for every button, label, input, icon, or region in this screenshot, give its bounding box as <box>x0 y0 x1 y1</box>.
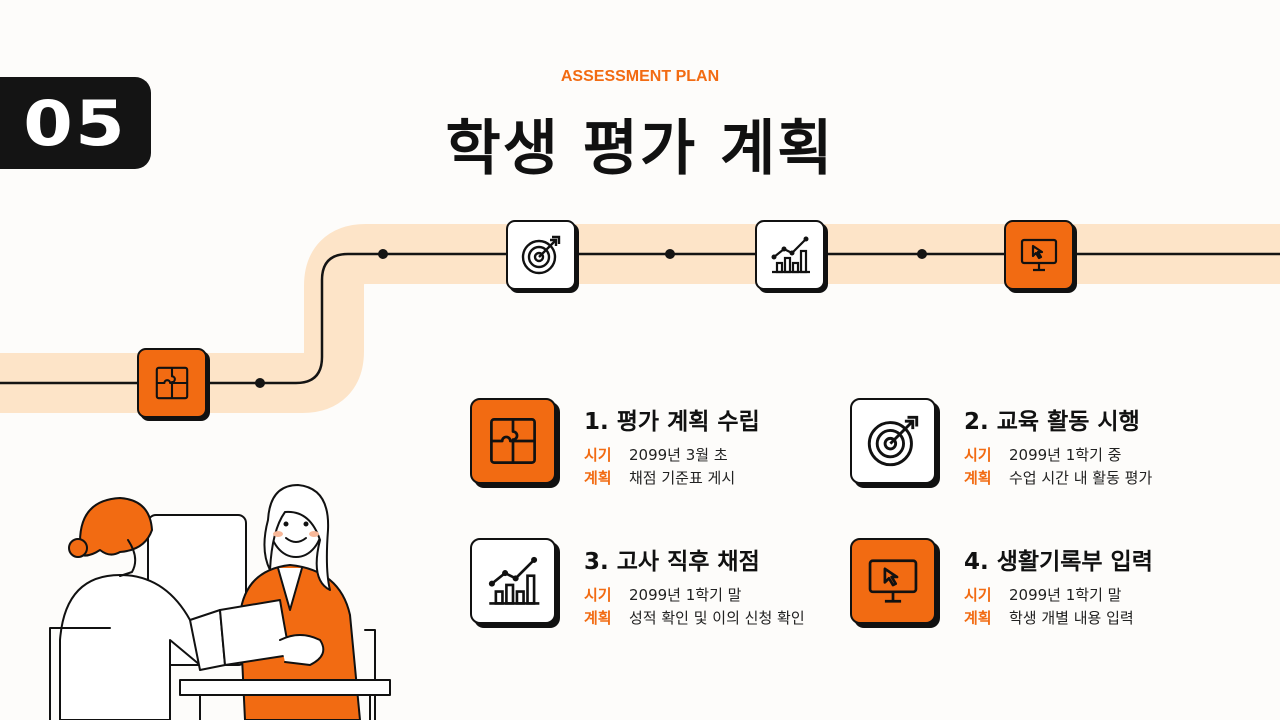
puzzle-icon <box>490 418 536 464</box>
step-4-plan-label: 계획 <box>964 609 992 627</box>
step-4-title: 4. 생활기록부 입력 <box>964 549 1153 575</box>
step-3-row-plan: 계획 성적 확인 및 이의 신청 확인 <box>584 607 805 628</box>
timeline-dot <box>255 378 265 388</box>
consultation-illustration <box>49 484 391 720</box>
chart-icon <box>771 236 810 274</box>
step-2-row-plan: 계획 수업 시간 내 활동 평가 <box>964 467 1152 488</box>
step-1-plan-label: 계획 <box>584 469 612 487</box>
target-icon <box>521 235 561 275</box>
step-2-period-label: 시기 <box>964 446 992 464</box>
step-4-row-plan: 계획 학생 개별 내용 입력 <box>964 607 1134 628</box>
target-icon <box>867 415 919 467</box>
step-1-row-period: 시기 2099년 3월 초 <box>584 444 728 465</box>
step-3-plan-label: 계획 <box>584 609 612 627</box>
timeline-node-chart <box>755 220 825 290</box>
step-1-plan-value: 채점 기준표 게시 <box>629 469 736 487</box>
step-3-period-label: 시기 <box>584 586 612 604</box>
step-3-plan-value: 성적 확인 및 이의 신청 확인 <box>629 609 805 627</box>
step-1-period-label: 시기 <box>584 446 612 464</box>
section-number: 05 <box>23 86 128 160</box>
step-4-row-period: 시기 2099년 1학기 말 <box>964 584 1121 605</box>
step-1-title: 1. 평가 계획 수립 <box>584 409 760 435</box>
step-4-period-label: 시기 <box>964 586 992 604</box>
step-2-title: 2. 교육 활동 시행 <box>964 409 1140 435</box>
timeline-dot <box>917 249 927 259</box>
step-1-row-plan: 계획 채점 기준표 게시 <box>584 467 735 488</box>
timeline-node-target <box>506 220 576 290</box>
step-2-icon-box <box>850 398 936 484</box>
timeline-dot <box>665 249 675 259</box>
step-2-period-value: 2099년 1학기 중 <box>1009 446 1122 464</box>
step-4-period-value: 2099년 1학기 말 <box>1009 586 1122 604</box>
step-1-icon-box <box>470 398 556 484</box>
timeline-node-puzzle <box>137 348 207 418</box>
step-4-plan-value: 학생 개별 내용 입력 <box>1009 609 1134 627</box>
page-subtitle: ASSESSMENT PLAN <box>560 68 720 85</box>
timeline-node-monitor <box>1004 220 1074 290</box>
step-3-period-value: 2099년 1학기 말 <box>629 586 742 604</box>
step-3-row-period: 시기 2099년 1학기 말 <box>584 584 741 605</box>
page-title: 학생 평가 계획 <box>445 114 835 184</box>
step-1-period-value: 2099년 3월 초 <box>629 446 728 464</box>
monitor-icon <box>1020 238 1058 272</box>
timeline-dot <box>378 249 388 259</box>
step-3-title: 3. 고사 직후 채점 <box>584 549 760 575</box>
step-2-row-period: 시기 2099년 1학기 중 <box>964 444 1121 465</box>
step-3-icon-box <box>470 538 556 624</box>
step-4-icon-box <box>850 538 936 624</box>
puzzle-icon <box>155 366 189 400</box>
step-2-plan-value: 수업 시간 내 활동 평가 <box>1009 469 1153 487</box>
section-number-badge: 05 <box>0 77 151 169</box>
monitor-icon <box>868 559 918 603</box>
chart-icon <box>488 556 540 605</box>
step-2-plan-label: 계획 <box>964 469 992 487</box>
